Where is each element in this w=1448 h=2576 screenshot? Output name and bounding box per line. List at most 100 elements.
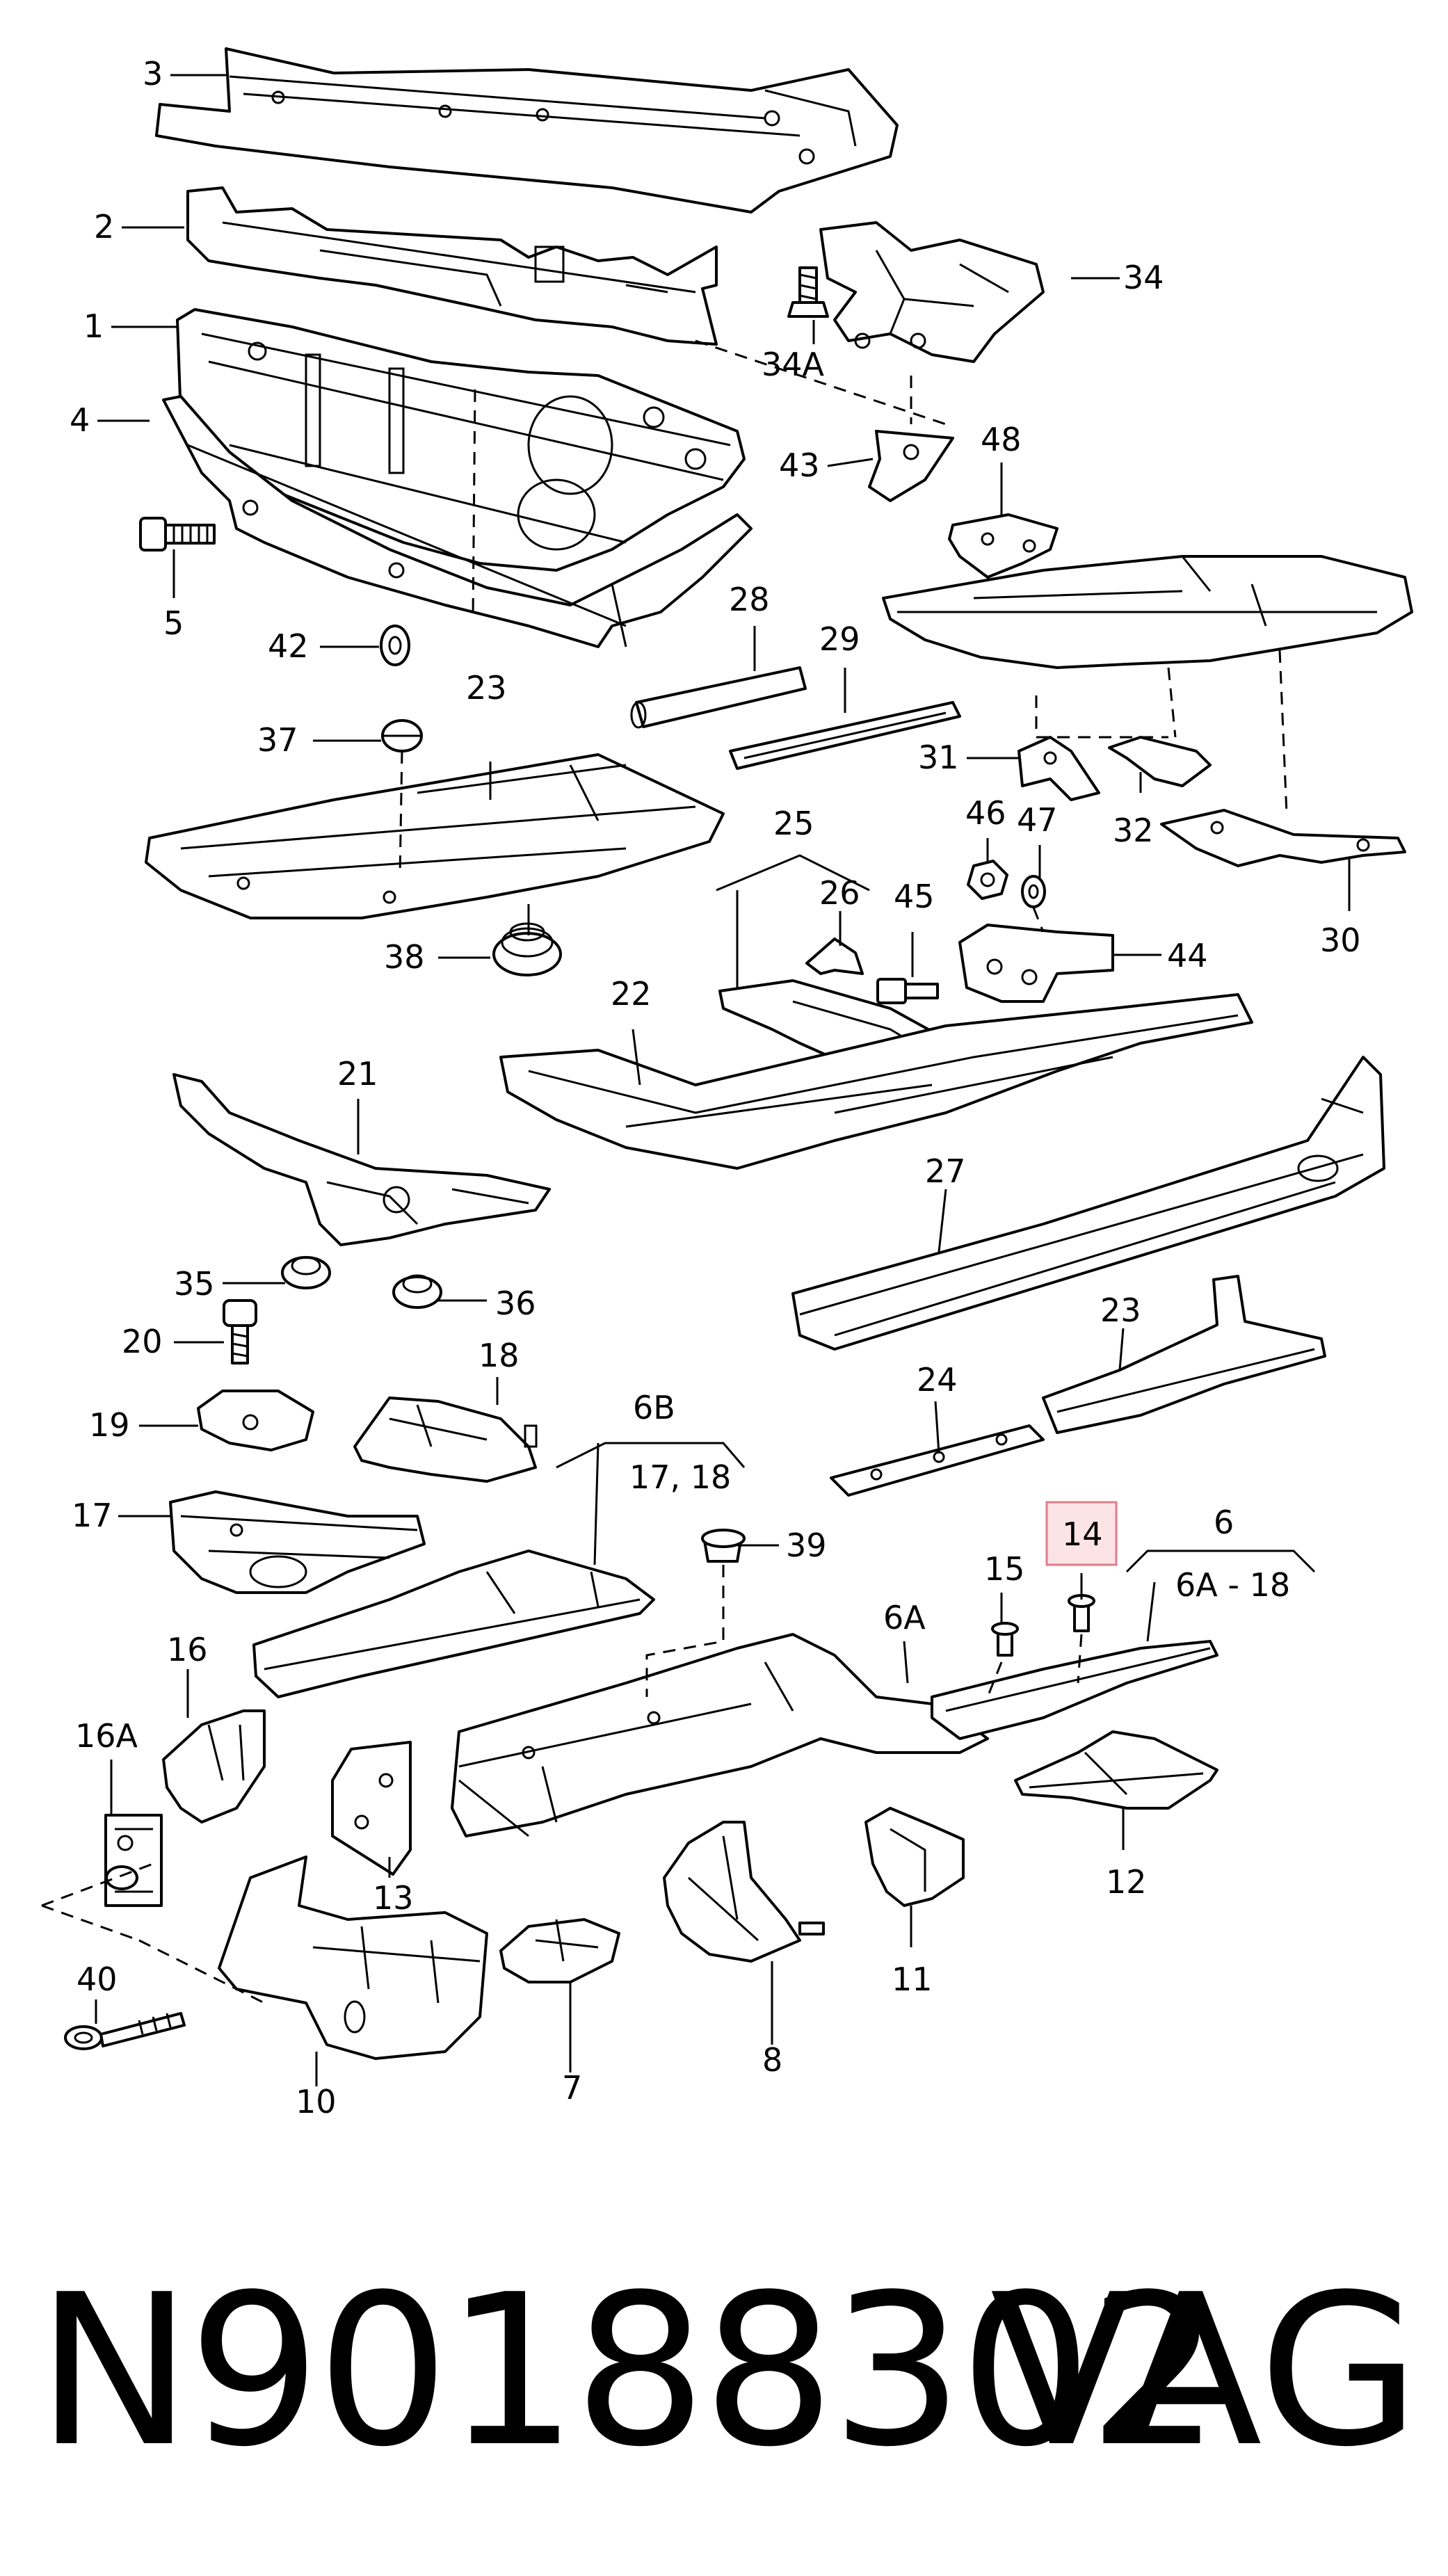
callout-34a: 34A [762,346,825,383]
part-number: N90188302 [36,2250,1221,2493]
callout-6a: 6A [883,1599,926,1636]
part-12-rear-bracket [1014,1730,1218,1810]
callout-3: 3 [143,55,163,92]
part-3-cowl-panel [155,47,899,214]
part-34-bracket [819,221,1045,363]
part-5-bolt [139,517,216,552]
callout-12: 12 [1106,1863,1147,1901]
part-43-small-bracket [868,430,954,502]
callout-32: 32 [1113,812,1154,849]
part-23-sill-extension [1042,1275,1326,1434]
callout-35: 35 [174,1265,215,1303]
callout-16: 16 [167,1631,208,1668]
callout-19: 19 [89,1406,130,1444]
callout-45: 45 [894,878,935,915]
part-23-rear-floor [882,555,1413,669]
callout-34: 34 [1123,259,1164,296]
callout-14: 14 [1062,1515,1103,1553]
part-32-strap-bracket [1108,736,1212,787]
callout-2: 2 [94,208,114,245]
part-38-grommet [492,922,562,976]
part-2-bulkhead-upper [186,186,718,346]
callout-26: 26 [819,874,860,912]
part-34a-bolt [787,266,829,318]
callout-21: 21 [337,1055,378,1093]
callout-37: 37 [257,721,298,759]
callout-20: 20 [122,1323,163,1360]
part-30-cross-member [1160,809,1406,867]
callout-labels: 3 2 1 4 5 42 34 34A 43 48 28 29 37 23 38… [70,55,1361,2120]
part-13-plate [331,1741,412,1876]
callout-6: 6 [1214,1504,1234,1541]
callout-27: 27 [925,1152,966,1190]
callout-15: 15 [984,1550,1025,1588]
callout-28: 28 [729,581,770,618]
part-16-bracket [162,1709,266,1824]
callout-38: 38 [384,938,425,976]
callout-30: 30 [1320,921,1361,959]
callout-17-18: 17, 18 [629,1458,731,1496]
part-42-nut [380,625,410,666]
leader-lines [95,74,1351,2086]
part-29-rail-strip [729,701,961,770]
callout-48: 48 [981,421,1022,458]
callout-24: 24 [917,1361,958,1399]
callout-11: 11 [892,1961,933,1998]
part-17-mount-assembly [169,1490,426,1594]
callout-39: 39 [786,1527,827,1564]
callout-31: 31 [918,739,959,776]
callout-16a: 16A [75,1717,138,1755]
part-26-clip [805,937,864,975]
callout-44: 44 [1167,937,1208,974]
part-6b-crossmember [252,1549,655,1698]
part-20-bolt [223,1299,257,1365]
callout-17: 17 [72,1497,113,1534]
part-18-support [353,1396,538,1483]
assembly-lines [41,339,1288,2004]
callout-40: 40 [77,1961,118,1998]
callout-1: 1 [83,307,104,345]
part-16a-bracket-bolt [104,1814,163,1907]
part-7-clip-bracket [499,1918,620,1983]
part-23-floor-pan-left [145,753,725,919]
part-44-bracket-plate [958,924,1114,1003]
part-22-main-floor-pan [499,993,1253,1170]
callout-43: 43 [779,446,820,484]
part-4-lower-front-panel [162,395,753,648]
callout-6a-18: 6A - 18 [1175,1566,1290,1604]
part-39-plug [701,1529,746,1563]
part-6-sill-reinforcement [931,1640,1218,1740]
callout-42: 42 [268,627,309,665]
callout-23a: 23 [466,669,507,707]
part-21-support-bracket [172,1073,551,1246]
part-14-stud [1068,1594,1095,1632]
callout-22: 22 [611,975,652,1013]
part-40-tow-eye [64,2012,186,2050]
brand-name: VAG [990,2250,1420,2493]
part-48-mounting-plate [948,513,1059,579]
highlight-box-14 [1045,1501,1118,1566]
part-45-bolt [876,978,939,1004]
callout-6b: 6B [633,1389,675,1426]
part-number-footer: N90188302 VAG [0,2253,1448,2490]
part-8-bracket-bolt [663,1821,825,1963]
callout-4: 4 [70,401,90,439]
callout-5: 5 [163,604,184,642]
part-15-stud [991,1622,1019,1657]
part-35-grommet [281,1256,331,1289]
part-47-washer [1021,875,1046,908]
part-31-bracket [1017,736,1100,801]
part-36-grommet [392,1274,442,1309]
callout-47: 47 [1017,801,1058,839]
part-27-side-sill [791,1056,1385,1351]
callout-25: 25 [773,805,814,842]
part-11-corner-piece [864,1807,965,1907]
callout-46: 46 [965,794,1006,832]
callout-23b: 23 [1100,1291,1141,1329]
part-46-nut [967,860,1008,900]
callout-18: 18 [478,1337,520,1374]
callout-8: 8 [762,2041,782,2079]
part-28-tube [630,666,807,729]
callout-13: 13 [373,1879,414,1917]
